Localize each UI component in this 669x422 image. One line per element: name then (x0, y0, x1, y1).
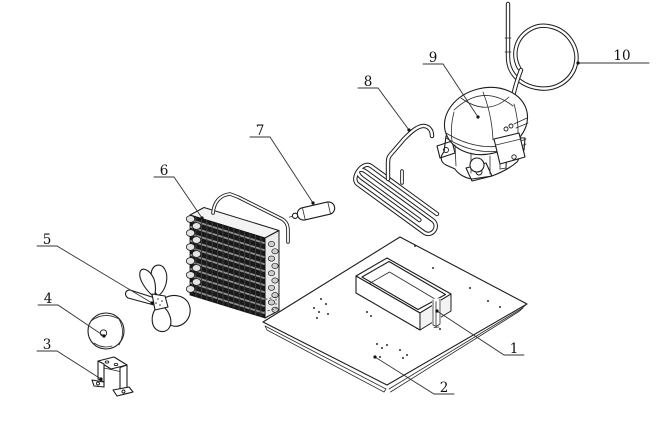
callout-7-label: 7 (256, 123, 265, 139)
condenser-coil (185, 192, 290, 319)
callout-6: 6 (153, 163, 204, 220)
fan-motor (87, 312, 125, 350)
callout-4: 4 (37, 291, 106, 338)
callout-5-label: 5 (43, 232, 52, 248)
callout-2: 2 (373, 355, 455, 396)
compressor (436, 86, 529, 182)
callout-8-label: 8 (364, 74, 373, 90)
drain-pan-strap (432, 298, 441, 328)
callout-3: 3 (36, 337, 103, 381)
compressor-fittings (503, 117, 529, 132)
coil-tubes (190, 219, 265, 314)
compressor-junction-box (493, 132, 526, 165)
callout-1-label: 1 (510, 341, 519, 357)
compressor-base (440, 135, 526, 180)
discharge-tube (355, 126, 437, 234)
drain-pan-inner-rim (361, 260, 447, 311)
mounting-bracket (91, 356, 134, 397)
base-plate-front-lip (264, 303, 528, 393)
base-plate-holes (313, 245, 501, 359)
callout-1: 1 (435, 309, 525, 357)
callout-4-label: 4 (44, 291, 53, 307)
callout-3-label: 3 (43, 337, 52, 353)
callout-2-label: 2 (440, 380, 449, 396)
coil-bottom-bracket-hidden (256, 296, 277, 314)
coil-tube-bends-left (185, 215, 202, 293)
fan-hub-holes (155, 298, 163, 306)
fan-hub (151, 293, 169, 311)
suction-tube-loop (504, 4, 576, 101)
drain-pan (355, 257, 452, 331)
callout-8: 8 (357, 74, 411, 132)
fan-blade-petal-upper-left (139, 268, 157, 298)
callout-7: 7 (249, 123, 315, 205)
callout-9-label: 9 (429, 50, 438, 66)
coil-tube-bends-right (267, 241, 279, 313)
callout-5: 5 (36, 232, 154, 305)
callouts: 1 2 3 4 5 6 7 8 (36, 48, 650, 396)
callout-6-label: 6 (160, 163, 169, 179)
filter-drier-inlet (291, 212, 299, 219)
filter-drier (288, 201, 336, 221)
callout-9: 9 (422, 50, 480, 119)
fan-blade (125, 264, 191, 333)
coil-wire-fins (195, 216, 262, 317)
callout-10-label: 10 (613, 48, 630, 64)
compressor-pump-bump (469, 157, 485, 173)
callout-10: 10 (576, 48, 650, 65)
